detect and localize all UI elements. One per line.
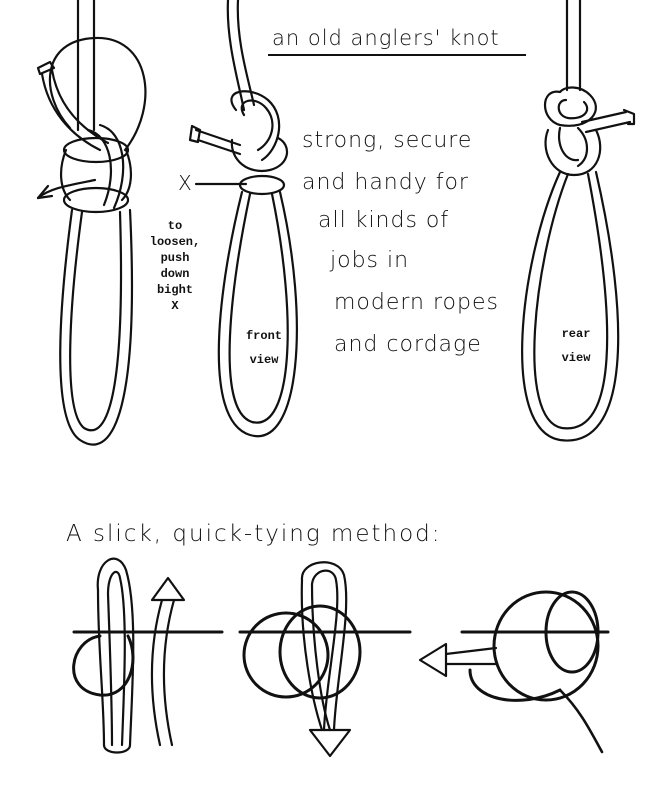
knot-turn: [60, 148, 132, 202]
rope-tag-end: [558, 688, 604, 754]
rope-loop: [69, 210, 123, 432]
knot-wrap-x: [238, 174, 286, 196]
rope-tag-end-tip: [36, 60, 56, 76]
rope-bight: [300, 578, 332, 732]
up-arrowhead: [150, 576, 186, 602]
description-line: jobs in: [330, 248, 410, 273]
tying-step-3: [418, 590, 610, 754]
rope-bight: [230, 90, 281, 162]
rope-turn: [242, 611, 330, 699]
description-line: and cordage: [334, 332, 482, 357]
rope-tag-end: [580, 110, 632, 134]
rope-turn: [492, 590, 600, 702]
rope-loop: [59, 208, 134, 446]
rope-bight: [48, 36, 147, 152]
rope-tag-end-tip: [188, 124, 202, 144]
knot-rear-view: [521, 0, 636, 442]
page-title: an old anglers' knot: [272, 26, 500, 50]
rope-standing-part: [76, 0, 96, 132]
knot-body: [557, 126, 589, 168]
rope-bight: [240, 99, 274, 152]
rope-standing-part: [226, 0, 256, 112]
rope-loop: [228, 192, 289, 424]
knot-front-view: [188, 0, 298, 438]
rope-standing-part: [565, 0, 582, 92]
rope-collar: [557, 98, 589, 120]
rope-loop: [217, 190, 298, 438]
tying-step-2: [238, 561, 412, 758]
rope-turn: [544, 590, 600, 674]
knot-wrap: [62, 186, 130, 214]
rope-bight: [96, 557, 135, 747]
rear-view-label: rear view: [561, 327, 591, 365]
marker-x: X: [178, 171, 193, 195]
description-line: all kinds of: [318, 208, 450, 233]
down-arrowhead: [308, 728, 352, 758]
left-arrow: [444, 646, 498, 666]
rope-bight: [300, 561, 348, 732]
rope-tag-end-tip: [622, 108, 636, 126]
description-line: modern ropes: [334, 290, 499, 315]
knot-wrap: [230, 136, 288, 173]
description-line: strong, secure: [302, 128, 473, 153]
up-arrow: [150, 598, 176, 747]
knot-loosen-view: [36, 0, 147, 446]
left-arrowhead: [418, 642, 448, 678]
knot-turn: [86, 123, 125, 210]
rope-loop: [533, 172, 609, 430]
instruction-text: to loosen, push down bight X: [149, 219, 201, 313]
rope-turn: [468, 668, 562, 702]
rope-turn: [278, 604, 362, 700]
push-arrowhead: [36, 184, 54, 200]
title-underline: [268, 54, 526, 56]
rope-bight-bottom: [102, 743, 132, 754]
knot-wrap: [62, 136, 130, 164]
rope-loop: [521, 170, 620, 442]
rope-bight: [96, 588, 114, 747]
method-subtitle: A slick, quick-tying method:: [66, 521, 442, 547]
description-line: and handy for: [302, 170, 469, 195]
knot-body: [544, 128, 602, 177]
front-view-label: front view: [245, 329, 282, 367]
tying-step-1: [72, 557, 224, 754]
